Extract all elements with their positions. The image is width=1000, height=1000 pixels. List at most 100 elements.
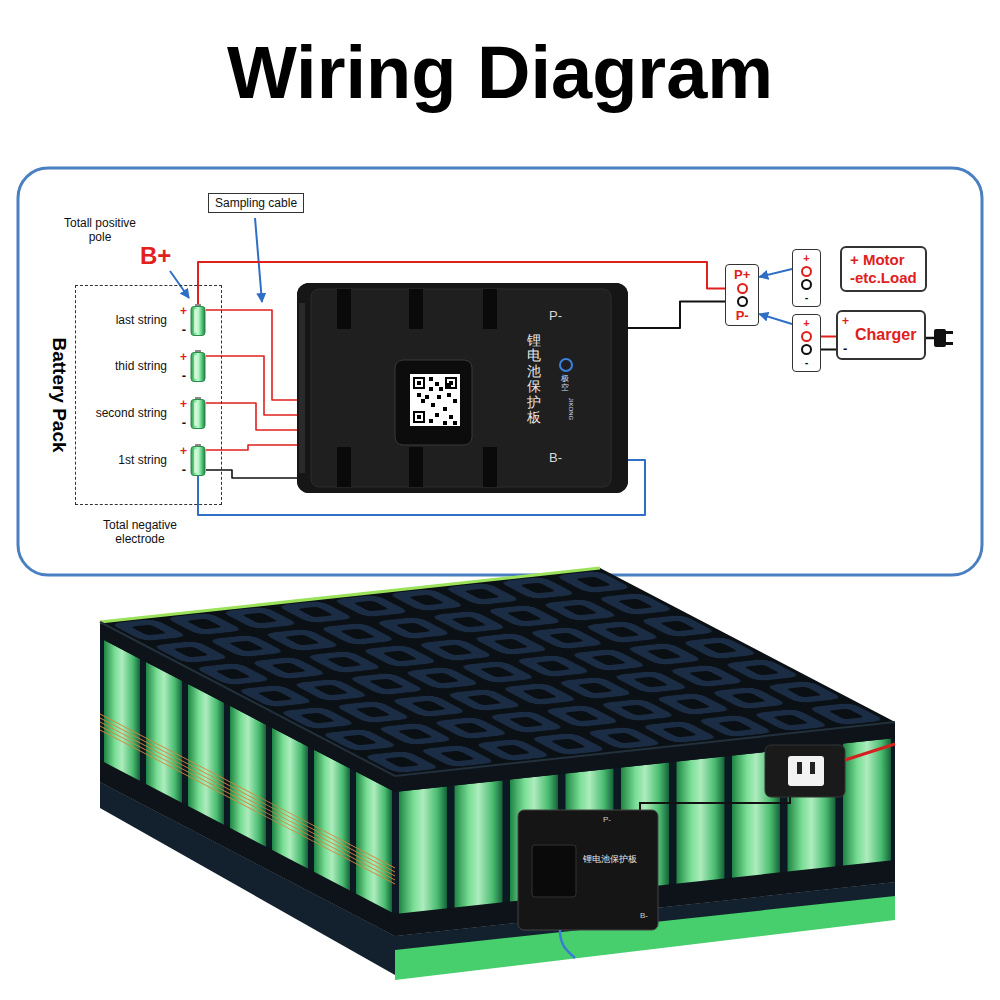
pole-sign: +	[180, 445, 187, 457]
qr-module	[431, 403, 435, 407]
battery-cell: thid string+-	[190, 350, 206, 382]
cell-body	[191, 447, 205, 476]
qr-finder	[413, 411, 425, 423]
ac-socket-pin	[810, 762, 815, 774]
plug-prong	[946, 342, 953, 345]
cell	[146, 662, 182, 805]
terminal-sign: P-	[736, 309, 749, 322]
qr-finder	[413, 377, 425, 389]
battery-pack-box: Battery Packlast string+-thid string+-se…	[75, 285, 222, 505]
cell	[314, 750, 350, 893]
terminal-post	[737, 283, 748, 294]
cell	[188, 684, 224, 827]
charger-label: Charger	[855, 312, 916, 358]
terminal-block: +-	[792, 314, 821, 372]
battery-cell: 1st string+-	[190, 444, 206, 476]
qr-module	[453, 399, 457, 403]
pole-sign: +	[180, 398, 187, 410]
heat-groove	[483, 289, 497, 329]
terminal-post	[801, 331, 812, 342]
wire	[821, 336, 836, 338]
pole-sign: -	[182, 323, 186, 336]
qr-module	[453, 421, 457, 425]
blue-wire	[560, 930, 575, 958]
cell-cylinder	[190, 304, 206, 336]
wire	[206, 445, 297, 450]
cell	[230, 706, 266, 849]
terminal-sign: -	[805, 292, 809, 303]
cell-shine	[194, 449, 197, 473]
pole-label: Total negative electrode	[90, 518, 190, 547]
wire	[821, 349, 836, 351]
terminal-post	[801, 279, 812, 290]
terminal-label: B+	[140, 243, 171, 269]
holder	[100, 760, 395, 936]
charger-box: +Charger-	[836, 310, 926, 360]
qr-module	[447, 393, 451, 397]
terminal-post	[801, 266, 812, 277]
terminal-label: B-	[640, 912, 648, 920]
ac-socket-pin	[797, 762, 802, 774]
qr-module	[429, 387, 433, 391]
qr-module	[439, 387, 443, 391]
cell-cylinder	[190, 444, 206, 476]
qr-module	[417, 393, 421, 397]
board-face	[311, 289, 611, 487]
board-panel	[532, 845, 576, 897]
plug-prong	[946, 331, 953, 334]
qr-module	[449, 415, 453, 419]
qr-module	[447, 383, 451, 387]
pole-sign: -	[182, 416, 186, 429]
terminal-post	[737, 296, 748, 307]
cell-shine	[194, 309, 197, 333]
wire	[628, 302, 725, 329]
battery-cell: last string+-	[190, 304, 206, 336]
qr-module	[429, 377, 433, 381]
callout-box: Sampling cable	[208, 193, 304, 213]
brand-name: JIKONG	[568, 398, 574, 420]
qr-module	[443, 407, 447, 411]
pointer-arrow	[255, 218, 262, 302]
panel-frame	[18, 168, 982, 575]
cell	[356, 772, 392, 915]
ac-socket-face	[788, 756, 824, 786]
load-label: + Motor	[850, 251, 917, 269]
wire	[206, 403, 297, 430]
terminal-label: P-	[603, 816, 611, 824]
heat-groove	[337, 447, 351, 487]
qr-finder	[447, 379, 455, 387]
qr-finder	[417, 381, 421, 385]
heat-groove	[409, 447, 423, 487]
cell	[455, 780, 503, 909]
qr-module	[443, 421, 447, 425]
pole-label: Totall positive pole	[56, 216, 144, 245]
board-name: 锂电池保护板	[527, 333, 541, 425]
qr-module	[435, 413, 439, 417]
pack-heading: Battery Pack	[49, 337, 70, 452]
qr-finder	[415, 379, 423, 387]
qr-finder	[415, 413, 423, 421]
terminal-block: +-	[792, 249, 821, 307]
battery-pack-illustration	[100, 568, 895, 980]
terminal-sign: P+	[734, 268, 750, 281]
qr-module	[425, 395, 429, 399]
wire	[206, 356, 297, 415]
pole-sign: +	[842, 315, 849, 327]
string-label: second string	[96, 406, 167, 420]
cell-shine	[194, 355, 197, 379]
terminal-post	[801, 344, 812, 355]
brand-logo	[560, 359, 572, 371]
load-label: -etc.Load	[850, 269, 917, 287]
pointer-arrow	[759, 314, 792, 324]
board-body	[297, 283, 628, 493]
qr-module	[437, 395, 441, 399]
qr-module	[435, 382, 439, 386]
black-wire	[640, 797, 790, 810]
qr-finder	[417, 415, 421, 419]
pole-sign: -	[182, 369, 186, 382]
heat-groove	[337, 289, 351, 329]
pole-sign: -	[182, 463, 186, 476]
qr-module	[429, 419, 433, 423]
terminal-block: P+ P-	[725, 264, 759, 326]
